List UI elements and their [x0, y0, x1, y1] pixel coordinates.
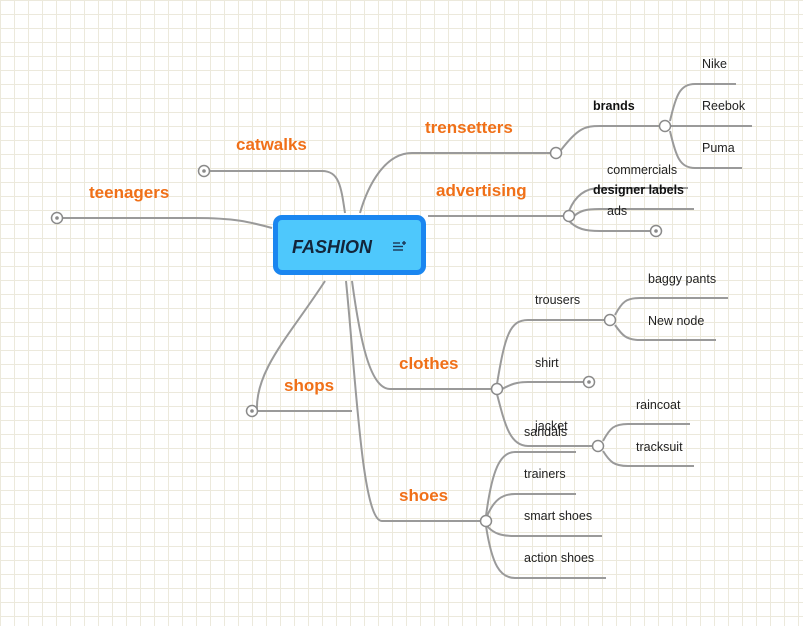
subtopic-tracksuit[interactable]: tracksuit [636, 440, 683, 454]
subtopic-raincoat[interactable]: raincoat [636, 398, 681, 412]
topic-trensetters[interactable]: trensetters [425, 118, 513, 137]
subtopic-smart-shoes[interactable]: smart shoes [524, 509, 593, 523]
subtopic-shirt[interactable]: shirt [535, 356, 559, 370]
subtopic-trousers[interactable]: trousers [535, 293, 581, 307]
connector-puma [669, 130, 742, 169]
collapse-handle-trousers[interactable] [603, 313, 617, 327]
topic-shoes[interactable]: shoes [399, 486, 449, 505]
connector-raincoat [602, 423, 690, 442]
topic-shops[interactable]: shops [284, 376, 335, 395]
expand-handle-shirt[interactable] [582, 375, 596, 389]
connector-tracksuit [602, 450, 694, 467]
connector-clothes [351, 280, 492, 390]
connector-designer-labels [573, 208, 694, 217]
subtopic-puma[interactable]: Puma [702, 141, 735, 155]
connector-trainers [486, 493, 576, 517]
connector-commercials [568, 187, 688, 212]
collapse-handle-brands[interactable] [658, 119, 672, 133]
topic-teenagers[interactable]: teenagers [89, 183, 170, 202]
root-topic-label: FASHION [292, 237, 373, 257]
expand-handle-catwalks[interactable] [197, 164, 211, 178]
connector-sandals [485, 451, 576, 517]
topic-advertising[interactable]: advertising [436, 181, 527, 200]
connector-trousers [496, 319, 605, 385]
connector-shops [255, 280, 352, 412]
connector-brands [560, 125, 660, 151]
subtopic-sandals[interactable]: sandals [524, 425, 568, 439]
subtopic-reebok[interactable]: Reebok [702, 99, 746, 113]
subtopic-ads[interactable]: ads [607, 204, 628, 218]
connector-new-node [614, 324, 716, 341]
topic-clothes[interactable]: clothes [399, 354, 459, 373]
root-topic[interactable]: FASHION [273, 215, 426, 275]
subtopic-trainers[interactable]: trainers [524, 467, 566, 481]
subtopic-designer-labels[interactable]: designer labels [593, 183, 685, 197]
collapse-handle-advertising[interactable] [562, 209, 576, 223]
connector-catwalks [208, 170, 346, 214]
connector-smart-shoes [486, 525, 602, 537]
subtopic-nike[interactable]: Nike [702, 57, 728, 71]
notes-icon[interactable] [392, 240, 408, 254]
expand-handle-shops[interactable] [245, 404, 259, 418]
subtopic-brands[interactable]: brands [593, 99, 635, 113]
connector-action-shoes [485, 525, 606, 579]
collapse-handle-jacket[interactable] [591, 439, 605, 453]
subtopic-baggy-pants[interactable]: baggy pants [648, 272, 717, 286]
connector-ads [568, 220, 650, 232]
connector-shoes [345, 280, 481, 522]
expand-handle-teenagers[interactable] [50, 211, 64, 225]
connector-jacket [496, 393, 594, 447]
subtopic-action-shoes[interactable]: action shoes [524, 551, 595, 565]
collapse-handle-trensetters[interactable] [549, 146, 563, 160]
connector-shirt [501, 381, 583, 390]
subtopic-commercials[interactable]: commercials [607, 163, 678, 177]
connector-trensetters [359, 152, 551, 214]
topic-catwalks[interactable]: catwalks [236, 135, 307, 154]
connector-teenagers [62, 217, 273, 229]
subtopic-jacket[interactable]: jacket [535, 419, 568, 433]
collapse-handle-clothes[interactable] [490, 382, 504, 396]
connector-nike [669, 83, 736, 122]
connector-baggy-pants [614, 297, 728, 316]
collapse-handle-shoes[interactable] [479, 514, 493, 528]
expand-handle-ads[interactable] [649, 224, 663, 238]
subtopic-new-node[interactable]: New node [648, 314, 705, 328]
